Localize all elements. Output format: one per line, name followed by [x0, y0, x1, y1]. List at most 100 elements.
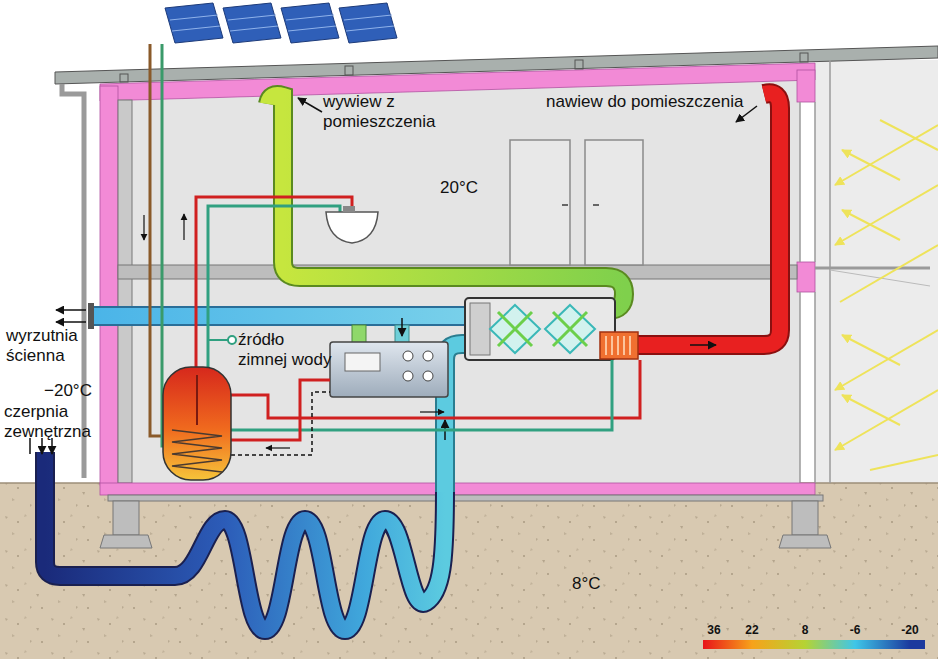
unit-panel — [470, 303, 490, 355]
wall-insulation — [797, 70, 815, 102]
footing-base — [779, 535, 831, 548]
flow-arrow — [690, 344, 716, 346]
exhaust-duct-outline — [92, 306, 466, 326]
cold-water-pipe — [208, 206, 340, 372]
pump-dial — [403, 371, 413, 381]
heater-coil — [600, 332, 638, 359]
solar-panel — [339, 3, 397, 43]
supply-duct — [636, 93, 780, 345]
flow-arrow — [56, 321, 86, 323]
wall-outlet — [88, 303, 94, 329]
annotation-label: nawiew do pomieszczenia — [546, 92, 786, 112]
leader-arrow — [298, 98, 322, 112]
washbasin — [326, 206, 378, 243]
annotation-label: źródło zimnej wody — [238, 330, 335, 370]
pump-casing — [330, 342, 448, 397]
flow-arrow — [183, 214, 184, 240]
door — [510, 140, 570, 265]
flow-arrow — [143, 215, 144, 240]
awning — [815, 267, 930, 270]
ground-duct-outline — [45, 452, 445, 630]
extract-duct — [268, 95, 624, 310]
window-frame — [800, 60, 830, 483]
sun-ray — [840, 245, 938, 302]
ground-duct — [45, 452, 445, 630]
annotation-label: wywiew z pomieszczenia — [323, 92, 463, 132]
sun-ray — [842, 395, 900, 425]
floor-slab — [108, 495, 823, 501]
solar-panel — [281, 3, 339, 43]
tank-coil — [172, 430, 222, 472]
legend-swatch — [855, 640, 910, 649]
roof-joist — [345, 66, 353, 75]
unit-casing — [465, 298, 615, 360]
legend-swatch — [703, 640, 752, 649]
sun-ray — [880, 120, 938, 150]
footing — [113, 501, 139, 535]
return-pipe — [231, 360, 612, 430]
extract-duct-outline — [268, 95, 624, 310]
sun-ray — [842, 210, 900, 240]
sun-ray — [870, 455, 938, 470]
floor-insulation — [100, 483, 815, 495]
flow-arrow — [56, 309, 86, 311]
supply-duct-outline — [636, 93, 780, 345]
leader-dot — [228, 336, 236, 344]
flow-arrow — [420, 411, 444, 412]
wall-insulation — [100, 86, 118, 485]
heat-pump — [330, 342, 448, 397]
sun-ray — [842, 335, 900, 365]
annotation-label: 20°C — [440, 178, 520, 198]
sun-ray — [835, 330, 938, 390]
tank-pipe — [196, 375, 198, 425]
leader-line — [208, 339, 228, 341]
basin — [326, 212, 378, 243]
solar-panels — [165, 3, 397, 43]
exterior-wall-shade — [815, 60, 938, 483]
solar-pipe — [150, 44, 170, 436]
roof-joist — [120, 74, 128, 82]
legend-label: 22 — [736, 623, 768, 637]
interior — [118, 80, 800, 483]
heat-recovery-unit — [465, 298, 638, 360]
control-line — [231, 392, 330, 455]
annotation-label: wyrzutnia ścienna — [6, 326, 101, 366]
annotation-label: czerpnia zewnętrzna — [4, 402, 99, 442]
coil-lines — [606, 336, 630, 355]
solar-grid — [170, 15, 394, 31]
sun-ray — [835, 185, 938, 245]
pump-dial — [423, 371, 433, 381]
door — [585, 140, 643, 265]
roof-joist — [575, 60, 583, 69]
legend-label: 8 — [789, 623, 821, 637]
annotation-label: −20°C — [44, 381, 124, 401]
flow-arrow — [401, 318, 403, 336]
door-handle — [562, 204, 599, 206]
wall-column — [118, 100, 132, 483]
heating-pipe — [231, 380, 330, 440]
roof-joist — [800, 53, 808, 62]
solar-panel — [223, 3, 281, 43]
hot-water-tank — [163, 367, 231, 480]
annotation-label: 8°C — [572, 574, 652, 594]
sun-ray — [835, 390, 938, 450]
legend-label: -20 — [894, 623, 926, 637]
sun-ray — [842, 150, 900, 180]
exchanger-flow — [498, 312, 587, 346]
pump-dial — [423, 351, 433, 361]
legend-swatch — [752, 640, 805, 649]
faucet — [343, 206, 355, 212]
legend-swatch — [805, 640, 855, 649]
duct-stub — [352, 325, 366, 343]
pump-display — [345, 353, 380, 371]
solar-panel — [165, 3, 223, 43]
legend-swatch — [910, 640, 925, 649]
footing — [792, 501, 818, 535]
flow-arrow — [266, 447, 290, 448]
legend-label: -6 — [839, 623, 871, 637]
footing-base — [100, 535, 152, 548]
